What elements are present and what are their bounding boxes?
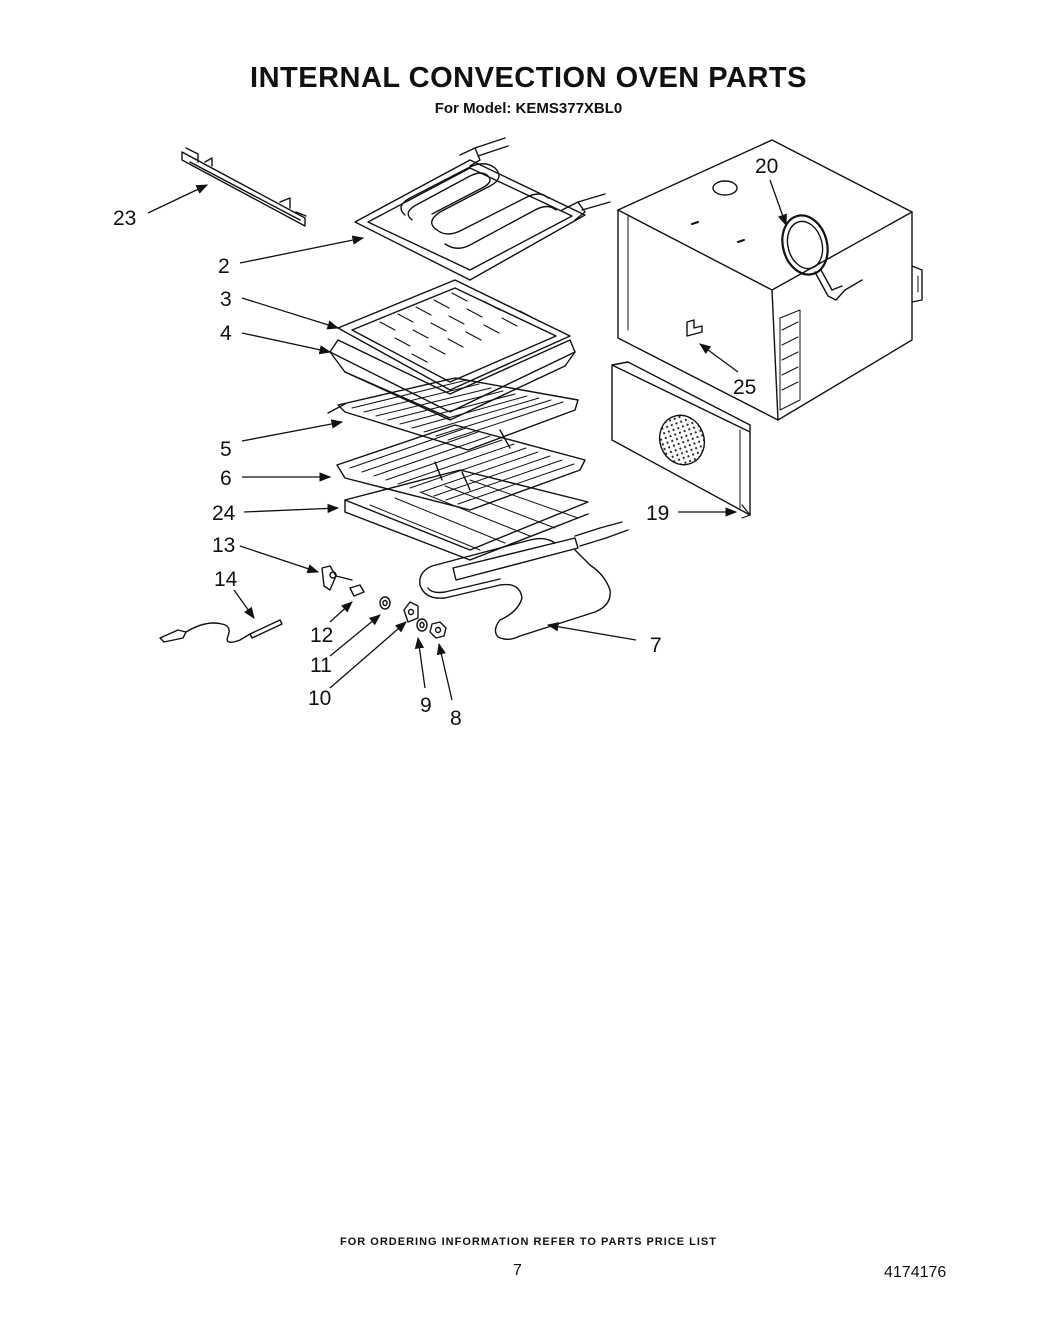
leader-24 xyxy=(243,503,340,514)
leader-20 xyxy=(769,179,787,227)
callout-10: 10 xyxy=(308,687,331,710)
part-25-clip xyxy=(686,319,703,337)
model-subtitle: For Model: KEMS377XBL0 xyxy=(434,100,623,117)
part-19-fan-baffle xyxy=(611,361,751,519)
part-6-oven-rack xyxy=(336,424,586,511)
leader-8 xyxy=(436,642,453,701)
leader-5 xyxy=(241,419,344,442)
leader-12 xyxy=(329,601,353,623)
leader-4 xyxy=(241,332,332,355)
callout-11: 11 xyxy=(310,654,332,677)
ordering-info-note: FOR ORDERING INFORMATION REFER TO PARTS … xyxy=(340,1236,717,1248)
part-20-convection-element xyxy=(781,214,863,301)
callout-8: 8 xyxy=(450,707,462,730)
part-11-washer xyxy=(379,596,391,610)
callout-13: 13 xyxy=(212,534,235,557)
page-number: 7 xyxy=(513,1262,522,1279)
leader-10 xyxy=(329,621,407,689)
part-2-broil-element xyxy=(354,137,611,281)
callout-20: 20 xyxy=(755,155,778,178)
callout-5: 5 xyxy=(220,438,232,461)
leader-9 xyxy=(414,636,426,689)
callout-25: 25 xyxy=(733,376,756,399)
part-14-probe xyxy=(159,619,283,643)
callout-9: 9 xyxy=(420,694,432,717)
leader-25 xyxy=(699,343,739,373)
part-24-rack-support xyxy=(344,469,589,561)
callout-3: 3 xyxy=(220,288,232,311)
page-title: INTERNAL CONVECTION OVEN PARTS xyxy=(250,62,807,94)
callout-6: 6 xyxy=(220,467,232,490)
callout-14: 14 xyxy=(214,568,238,591)
part-23-bracket xyxy=(181,147,307,227)
leader-11 xyxy=(329,614,381,657)
part-13-bracket xyxy=(321,565,353,591)
leader-3 xyxy=(241,297,340,330)
leader-2 xyxy=(239,235,365,264)
oven-cavity xyxy=(617,139,923,421)
leader-7 xyxy=(546,622,637,641)
part-7-bake-element xyxy=(419,521,629,640)
leader-14 xyxy=(233,589,255,619)
document-number: 4174176 xyxy=(884,1264,947,1281)
callout-24: 24 xyxy=(212,502,236,525)
leader-23 xyxy=(147,184,209,214)
part-10-clip xyxy=(403,601,419,623)
callout-4: 4 xyxy=(220,322,232,345)
part-8-nut xyxy=(429,621,447,639)
callout-12: 12 xyxy=(310,624,333,647)
part-9-washer xyxy=(416,618,428,632)
part-3-broiler-grid xyxy=(337,279,571,391)
part-4-broiler-pan xyxy=(329,339,576,421)
callout-7: 7 xyxy=(650,634,662,657)
callout-2: 2 xyxy=(218,255,230,278)
part-12-bushing xyxy=(349,584,365,597)
callout-23: 23 xyxy=(113,207,136,230)
leader-13 xyxy=(239,545,320,574)
callout-19: 19 xyxy=(646,502,669,525)
